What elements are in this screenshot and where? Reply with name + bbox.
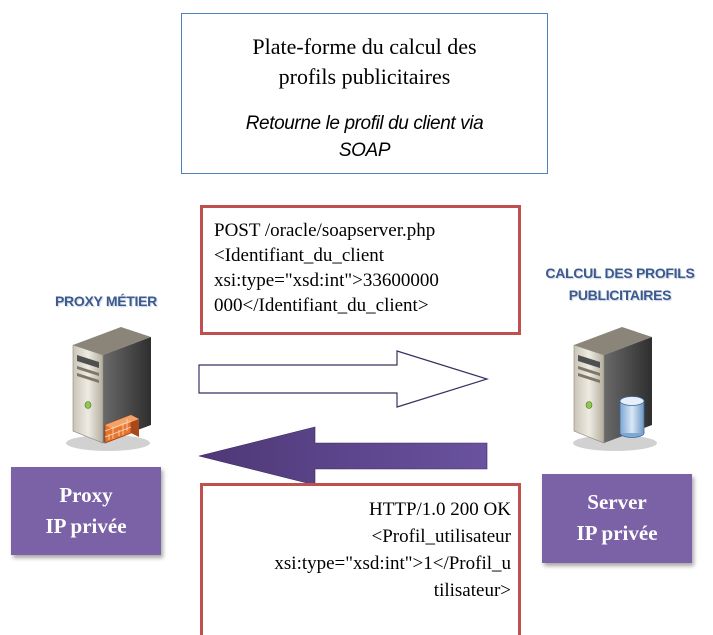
firewall-icon: [104, 414, 139, 444]
server-database-icon: [573, 327, 657, 451]
platform-title-line1: Plate-forme du calcul des: [252, 34, 477, 59]
platform-title-line2: profils publicitaires: [278, 64, 451, 89]
request-arrow: [198, 350, 490, 408]
platform-subtitle: Retourne le profil du client via SOAP: [182, 110, 547, 164]
server-caption-line1: CALCUL DES PROFILS: [545, 265, 695, 281]
server-label-line2: IP privée: [576, 521, 658, 545]
proxy-label-box: Proxy IP privée: [11, 467, 161, 555]
proxy-caption: PROXY MÉTIER: [55, 293, 157, 309]
response-message-box: HTTP/1.0 200 OK <Profil_utilisateur xsi:…: [200, 483, 521, 635]
database-icon: [619, 396, 645, 438]
server-caption-line2: PUBLICITAIRES: [568, 287, 672, 303]
request-line: POST /oracle/soapserver.php: [214, 220, 436, 241]
platform-subtitle-line2: SOAP: [338, 140, 391, 161]
response-line: <Profil_utilisateur: [371, 526, 511, 547]
request-line: <Identifiant_du_client: [214, 245, 385, 266]
response-line: HTTP/1.0 200 OK: [369, 499, 511, 520]
request-line: 000</Identifiant_du_client>: [214, 295, 429, 316]
response-arrow: [198, 426, 488, 486]
server-label-box: Server IP privée: [542, 474, 692, 563]
server-caption: CALCUL DES PROFILS PUBLICITAIRES: [527, 262, 713, 306]
request-line: xsi:type="xsd:int">33600000: [214, 270, 439, 291]
platform-title: Plate-forme du calcul des profils public…: [182, 32, 547, 92]
server-firewall-icon: [66, 327, 151, 451]
response-line: xsi:type="xsd:int">1</Profil_u: [274, 553, 511, 574]
response-line: tilisateur>: [433, 580, 511, 601]
platform-box: Plate-forme du calcul des profils public…: [181, 13, 548, 174]
platform-subtitle-line1: Retourne le profil du client via: [245, 113, 484, 134]
server-label-line1: Server: [587, 490, 647, 514]
request-message-box: POST /oracle/soapserver.php <Identifiant…: [200, 205, 521, 335]
proxy-label-line1: Proxy: [59, 483, 113, 507]
proxy-label-line2: IP privée: [45, 514, 127, 538]
